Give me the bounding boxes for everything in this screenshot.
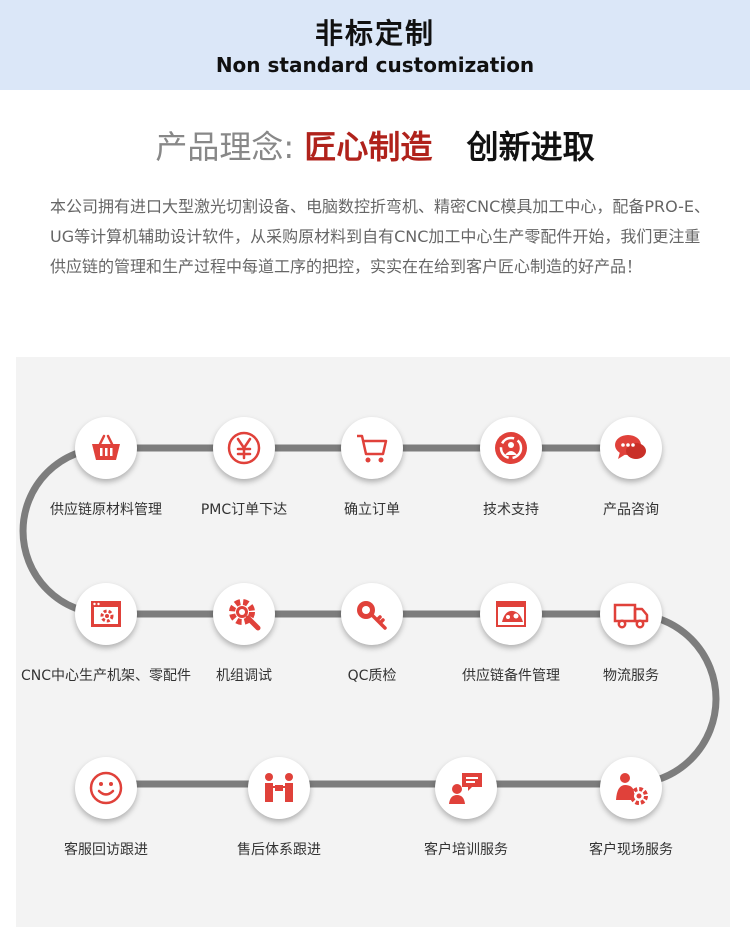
step-label-6: 机组调试	[216, 668, 272, 684]
step-label-12: 售后体系跟进	[237, 842, 321, 858]
service-process-panel: 供应链原材料管理 PMC订单下达 确立订单 技术支持 产品咨询	[16, 357, 730, 927]
wrench-gear-icon	[229, 599, 261, 631]
step-node-11	[435, 757, 497, 819]
step-label-10: 客户现场服务	[589, 842, 673, 858]
yen-coin-icon	[227, 431, 261, 465]
step-node-9	[600, 583, 662, 645]
step-label-3: 技术支持	[483, 502, 539, 518]
step-label-13: 客服回访跟进	[64, 842, 148, 858]
support-cycle-icon	[495, 432, 527, 464]
step-label-8: 供应链备件管理	[462, 668, 560, 684]
smiley-icon	[89, 771, 123, 805]
concept-label: 产品理念:	[155, 128, 295, 166]
step-node-2	[341, 417, 403, 479]
concept-highlight-innovation: 创新进取	[466, 128, 595, 166]
step-node-6	[213, 583, 275, 645]
step-node-0	[75, 417, 137, 479]
chat-bubbles-icon	[615, 435, 646, 459]
concept-heading: 产品理念: 匠心制造 创新进取	[0, 122, 750, 168]
header-banner: 非标定制 Non standard customization	[0, 0, 750, 90]
step-node-4	[600, 417, 662, 479]
banner-title: 非标定制	[314, 17, 435, 50]
step-node-1	[213, 417, 275, 479]
step-label-1: PMC订单下达	[200, 502, 288, 518]
web-globe-icon	[496, 601, 526, 627]
shopping-cart-icon	[357, 434, 388, 463]
banner-subtitle: Non standard customization	[215, 53, 535, 77]
step-label-11: 客户培训服务	[424, 842, 508, 858]
step-node-12	[248, 757, 310, 819]
step-label-0: 供应链原材料管理	[50, 502, 162, 518]
step-label-7: QC质检	[347, 668, 397, 684]
settings-window-icon	[91, 601, 121, 627]
concept-highlight-craftsmanship: 匠心制造	[304, 128, 433, 166]
step-node-5	[75, 583, 137, 645]
step-label-4: 产品咨询	[603, 502, 659, 518]
step-node-13	[75, 757, 137, 819]
company-description: 本公司拥有进口大型激光切割设备、电脑数控折弯机、精密CNC模具加工中心，配备PR…	[50, 197, 711, 276]
step-label-2: 确立订单	[344, 502, 400, 518]
step-node-10	[600, 757, 662, 819]
engineer-gear-icon	[616, 773, 648, 805]
truck-icon	[613, 603, 649, 629]
inspection-key-icon	[357, 601, 387, 630]
step-label-9: 物流服务	[603, 668, 659, 684]
step-node-7	[341, 583, 403, 645]
step-label-5: CNC中心生产机架、零配件	[20, 668, 192, 684]
training-person-icon	[449, 773, 482, 804]
step-node-3	[480, 417, 542, 479]
step-node-8	[480, 583, 542, 645]
shopping-basket-icon	[92, 434, 120, 460]
handover-people-icon	[265, 773, 293, 802]
